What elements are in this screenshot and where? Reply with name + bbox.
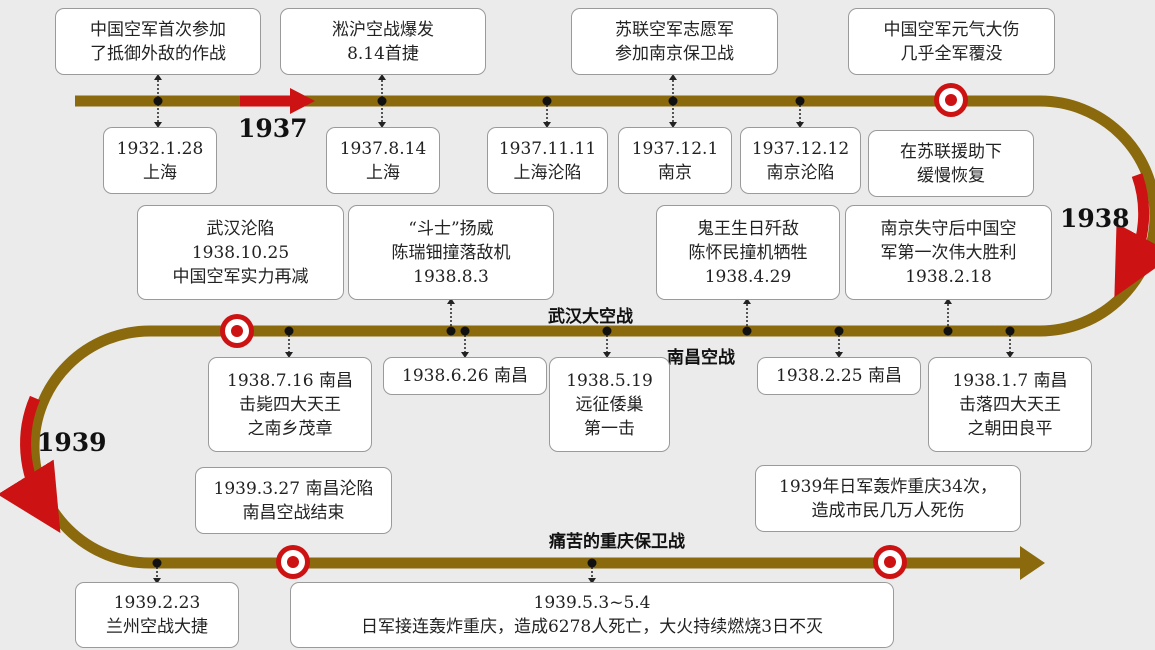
event-box: 淞沪空战爆发 8.14首捷: [280, 8, 486, 75]
event-box: 1938.6.26 南昌: [383, 357, 547, 395]
event-box: 苏联空军志愿军 参加南京保卫战: [571, 8, 778, 75]
event-box: 南京失守后中国空 军第一次伟大胜利 1938.2.18: [845, 205, 1052, 300]
event-box: 1937.8.14 上海: [326, 127, 440, 194]
connector-heads: [153, 74, 1014, 584]
event-box: 1937.11.11 上海沦陷: [487, 127, 608, 194]
event-box: 1938.7.16 南昌 击毙四大天王 之南乡茂章: [208, 357, 372, 452]
year-1939: 1939: [37, 428, 107, 457]
target-icon: [873, 545, 907, 579]
region-nanchang: 南昌空战: [667, 348, 735, 368]
arrow-1938: [1114, 173, 1155, 298]
event-box: 1932.1.28 上海: [103, 127, 217, 194]
event-box: 1937.12.1 南京: [618, 127, 732, 194]
year-1937: 1937: [238, 114, 308, 143]
target-icon: [220, 314, 254, 348]
event-box: 在苏联援助下 缓慢恢复: [868, 130, 1034, 197]
event-box: 1938.1.7 南昌 击落四大天王 之朝田良平: [928, 357, 1092, 452]
target-icon: [934, 83, 968, 117]
event-box: “斗士”扬威 陈瑞钿撞落敌机 1938.8.3: [348, 205, 554, 300]
event-box: 1938.2.25 南昌: [757, 357, 921, 395]
event-dots: [152, 96, 1015, 568]
event-box: 中国空军元气大伤 几乎全军覆没: [848, 8, 1055, 75]
arrow-1939: [0, 395, 61, 534]
arrow-1937-head: [290, 88, 315, 114]
timeline-arrowhead: [1020, 546, 1045, 580]
event-box: 1937.12.12 南京沦陷: [740, 127, 861, 194]
event-box: 武汉沦陷 1938.10.25 中国空军实力再减: [137, 205, 344, 300]
region-wuhan: 武汉大空战: [548, 307, 633, 327]
event-box: 1939.2.23 兰州空战大捷: [75, 582, 239, 648]
target-markers: [220, 83, 968, 579]
year-1938: 1938: [1060, 204, 1130, 233]
region-chongqing: 痛苦的重庆保卫战: [549, 532, 685, 552]
event-box: 1938.5.19 远征倭巢 第一击: [549, 357, 670, 452]
target-icon: [276, 545, 310, 579]
event-box: 1939.5.3~5.4 日军接连轰炸重庆，造成6278人死亡，大火持续燃烧3日…: [290, 582, 894, 648]
event-box: 1939年日军轰炸重庆34次， 造成市民几万人死伤: [755, 465, 1021, 532]
event-box: 1939.3.27 南昌沦陷 南昌空战结束: [195, 467, 392, 534]
event-box: 中国空军首次参加 了抵御外敌的作战: [55, 8, 261, 75]
event-box: 鬼王生日歼敌 陈怀民撞机牺牲 1938.4.29: [656, 205, 840, 300]
